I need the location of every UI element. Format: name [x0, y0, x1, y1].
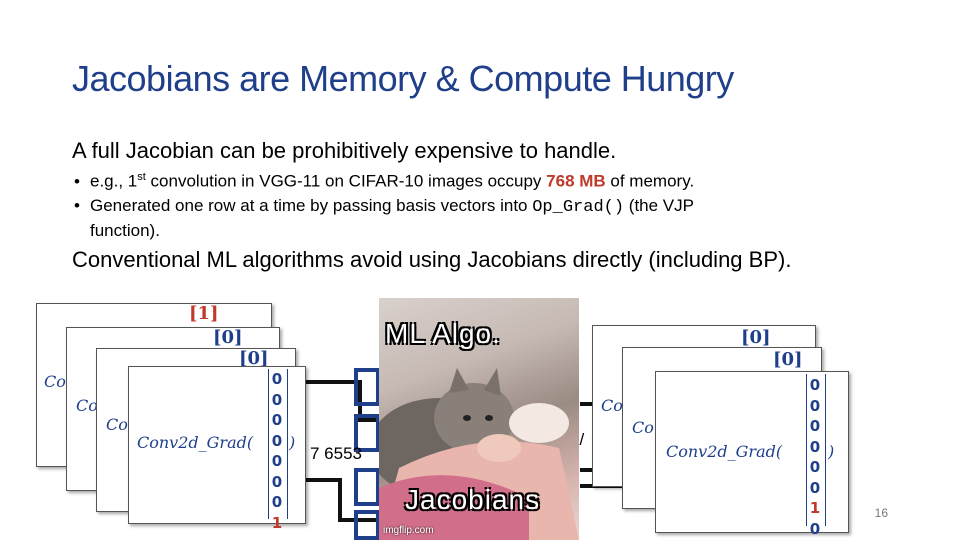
bullet-basis-vectors-cont: function). — [90, 221, 160, 240]
basis-top-value: [0] — [239, 348, 269, 369]
bullet-basis-vectors: •Generated one row at a time by passing … — [74, 196, 694, 217]
basis-top-value: [0] — [773, 349, 803, 370]
left-partial-text: 7 6553 — [310, 444, 362, 463]
conventional-ml-line: Conventional ML algorithms avoid using J… — [72, 247, 792, 272]
basis-top-value: [1] — [189, 303, 219, 324]
cat-illustration — [379, 368, 579, 540]
conv2d-grad-label: Conv2d_Grad( — [666, 442, 783, 461]
card-fn-label: Co — [601, 396, 623, 415]
meme-watermark: imgflip.com — [383, 525, 434, 536]
closing-paren: ) — [289, 433, 296, 452]
card-fn-label: Co — [44, 372, 66, 391]
memory-highlight: 768 MB — [546, 171, 606, 191]
basis-top-value: [0] — [213, 327, 243, 348]
op-grad-code: Op_Grad() — [532, 198, 625, 217]
meme-top-caption: ML Algo. — [385, 318, 501, 349]
bullet-dot: • — [74, 171, 80, 191]
page-number: 16 — [874, 506, 888, 520]
closing-paren: ) — [828, 442, 835, 461]
basis-vector-bracket — [806, 374, 826, 526]
bullet-dot: • — [74, 196, 80, 215]
conv2d-grad-label: Conv2d_Grad( — [137, 433, 254, 452]
cat-meme-image: ML Algo. Jacobians imgflip.com — [379, 298, 579, 540]
basis-vector-bracket — [268, 369, 288, 519]
intro-line: A full Jacobian can be prohibitively exp… — [72, 138, 617, 163]
card-fn-label: Co — [632, 418, 654, 437]
basis-top-value: [0] — [741, 327, 771, 348]
meme-bottom-caption: Jacobians — [405, 484, 541, 515]
card-fn-label: Co — [106, 415, 128, 434]
card-fn-label: Co — [76, 396, 98, 415]
bullet-vgg-memory: •e.g., 1st convolution in VGG-11 on CIFA… — [74, 171, 695, 191]
slide-title: Jacobians are Memory & Compute Hungry — [72, 58, 734, 99]
